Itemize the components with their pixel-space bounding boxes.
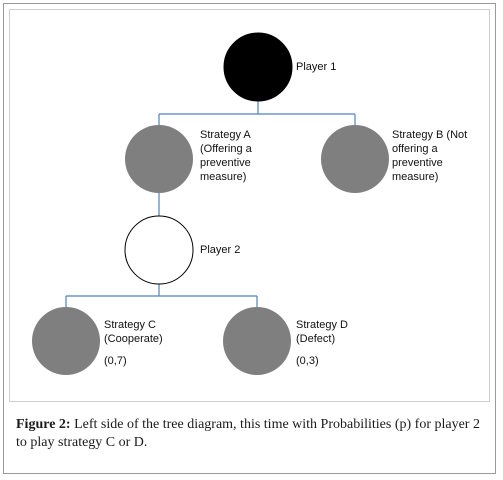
strategy-d-label: Strategy D (Defect) (0,3) bbox=[296, 318, 348, 368]
strategy-c-payoff: (0,7) bbox=[104, 355, 127, 367]
strategy-b-line: measure) bbox=[392, 171, 439, 183]
strategy-d-line: Strategy D bbox=[296, 319, 348, 331]
strategy-a-label: Strategy A (Offering a preventive measur… bbox=[200, 128, 252, 184]
strategy-b-line: preventive bbox=[392, 157, 443, 169]
strategy-b-line: Strategy B (Not bbox=[392, 129, 468, 141]
figure-frame bbox=[3, 3, 496, 474]
player2-label: Player 2 bbox=[200, 244, 241, 256]
strategy-d-line: (Defect) bbox=[296, 333, 336, 345]
strategy-b-node bbox=[321, 125, 389, 193]
strategy-c-line: (Cooperate) bbox=[104, 333, 163, 345]
strategy-a-line: Strategy A bbox=[200, 129, 251, 141]
caption-label: Figure 2: bbox=[16, 417, 71, 432]
player1-label: Player 1 bbox=[296, 61, 337, 73]
strategy-d-payoff: (0,3) bbox=[296, 355, 319, 367]
player1-node bbox=[223, 32, 293, 102]
strategy-b-label: Strategy B (Not offering a preventive me… bbox=[392, 128, 467, 184]
caption-text: Left side of the tree diagram, this time… bbox=[16, 417, 480, 450]
player2-node bbox=[124, 215, 194, 285]
strategy-a-line: measure) bbox=[200, 171, 247, 183]
strategy-d-node bbox=[223, 307, 291, 375]
strategy-a-node bbox=[125, 125, 193, 193]
diagram-area bbox=[9, 9, 490, 402]
figure-caption: Figure 2: Left side of the tree diagram,… bbox=[16, 416, 486, 452]
strategy-b-line: offering a bbox=[392, 143, 438, 155]
strategy-c-node bbox=[32, 307, 100, 375]
strategy-c-line: Strategy C bbox=[104, 319, 156, 331]
strategy-a-line: (Offering a bbox=[200, 143, 252, 155]
strategy-a-line: preventive bbox=[200, 157, 251, 169]
strategy-c-label: Strategy C (Cooperate) (0,7) bbox=[104, 318, 163, 368]
